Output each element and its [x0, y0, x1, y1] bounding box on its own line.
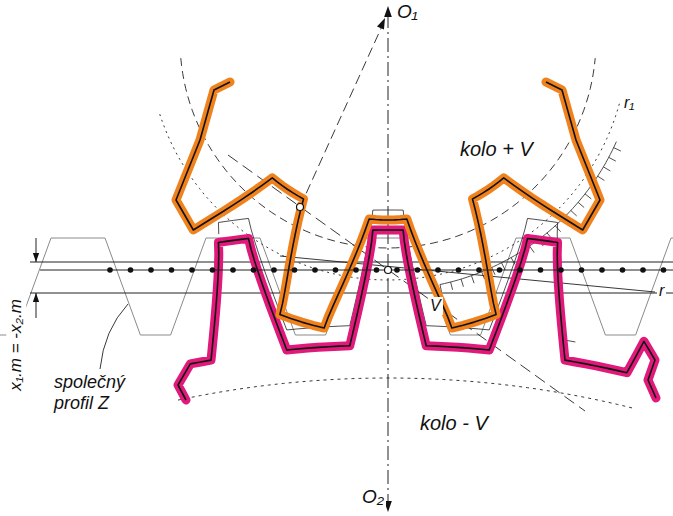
dot: [128, 267, 134, 273]
dot: [210, 267, 216, 273]
tick: [471, 276, 474, 284]
dot: [353, 267, 359, 273]
center-line: [300, 24, 383, 207]
dot: [579, 267, 585, 273]
tick: [571, 211, 577, 216]
line-r: [280, 256, 655, 292]
dot: [107, 267, 113, 273]
tick: [555, 226, 560, 232]
dot: [312, 267, 318, 273]
dot: [640, 267, 646, 273]
contact-point: [297, 204, 304, 211]
dot: [292, 267, 298, 273]
point-label: V: [428, 297, 443, 315]
tick: [578, 202, 584, 207]
profile-label: společný profil Z: [52, 372, 160, 413]
dot: [189, 267, 195, 273]
dot: [169, 267, 175, 273]
dot: [456, 267, 462, 273]
dot: [148, 267, 154, 273]
dot: [661, 267, 667, 273]
radius-label: r₁: [622, 94, 636, 112]
dot: [497, 267, 503, 273]
tick: [501, 263, 505, 270]
gear-label: kolo + V: [458, 138, 535, 161]
axis: [388, 14, 389, 502]
dot: [435, 267, 441, 273]
dimension-arrow: [33, 253, 39, 262]
dot: [517, 267, 523, 273]
tick: [598, 176, 605, 180]
tick: [461, 279, 463, 287]
shift-line: [30, 293, 673, 294]
dot: [374, 267, 380, 273]
tick: [603, 167, 610, 171]
dot: [394, 267, 400, 273]
leader-line: [100, 304, 128, 369]
dot: [251, 267, 257, 273]
tick: [609, 157, 616, 161]
dot: [620, 267, 626, 273]
tick: [451, 282, 453, 290]
dot: [415, 267, 421, 273]
center-label: O₂: [360, 486, 386, 508]
dot: [271, 267, 277, 273]
arrow-head: [377, 18, 385, 30]
gear-label: kolo - V: [418, 412, 490, 435]
rack-profile: [0, 238, 673, 335]
root-circle: [178, 378, 632, 408]
dot: [558, 267, 564, 273]
dot: [476, 267, 482, 273]
tick: [585, 194, 591, 199]
dot: [599, 267, 605, 273]
dimension-arrow: [33, 293, 39, 302]
center-label: O₁: [395, 1, 420, 23]
dimension-label: x₁.m = -x₂.m: [6, 297, 26, 393]
arrow-head: [384, 6, 392, 17]
dot: [333, 267, 339, 273]
circle: [160, 102, 620, 280]
line-label: r: [657, 282, 666, 300]
gear-plus-band: [176, 82, 600, 328]
dot: [538, 267, 544, 273]
gear-plus-outline: [176, 82, 600, 328]
dot: [230, 267, 236, 273]
contact-point: [385, 267, 392, 274]
tick: [530, 246, 535, 253]
tick: [614, 148, 621, 151]
